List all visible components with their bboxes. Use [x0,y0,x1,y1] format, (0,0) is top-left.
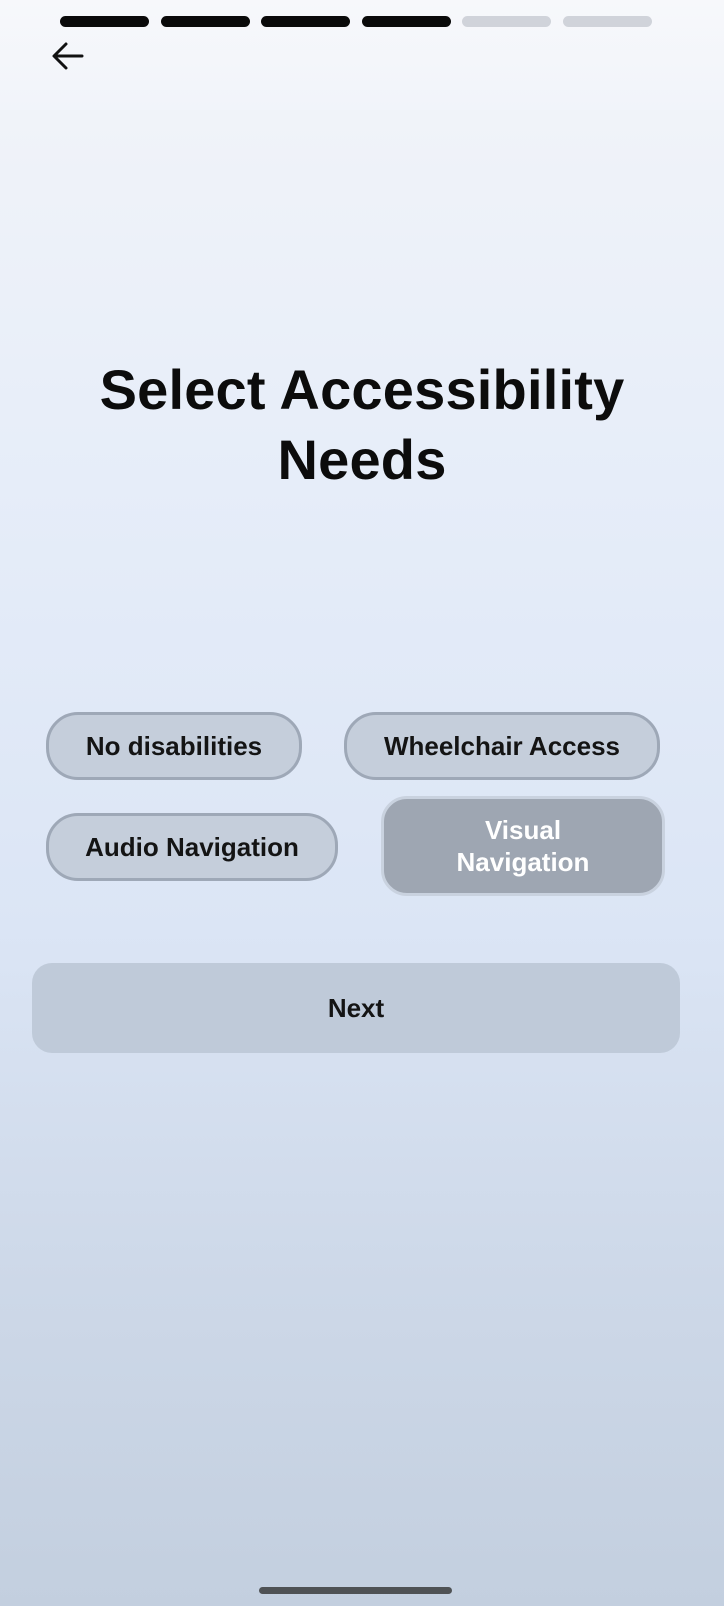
progress-segment-1 [60,16,149,27]
option-no-disabilities[interactable]: No disabilities [46,712,302,780]
progress-segment-5 [462,16,552,27]
home-indicator[interactable] [259,1587,452,1594]
progress-segment-6 [562,16,652,27]
top-bar [0,0,724,110]
option-audio-navigation[interactable]: Audio Navigation [46,813,338,881]
step-progress-indicator [60,16,652,27]
next-button[interactable]: Next [32,963,680,1053]
progress-segment-2 [160,16,250,27]
progress-segment-4 [361,16,451,27]
back-button[interactable] [46,36,90,76]
option-visual-navigation[interactable]: Visual Navigation [381,796,665,896]
option-wheelchair-access[interactable]: Wheelchair Access [344,712,660,780]
arrow-left-icon [52,42,84,70]
page-title: Select Accessibility Needs [99,358,625,491]
progress-segment-3 [261,16,351,27]
